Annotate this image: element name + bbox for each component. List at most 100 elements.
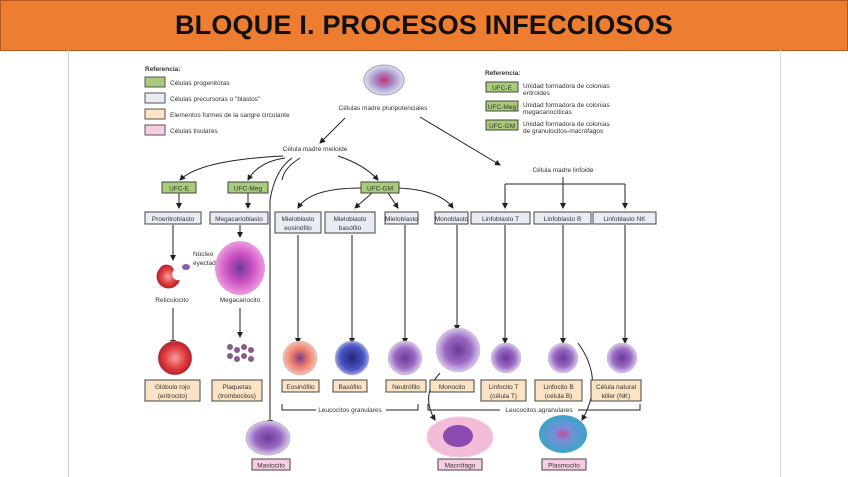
blast-box: [592, 211, 657, 225]
granular-label: Leucocitos granulares: [318, 407, 382, 414]
myeloid-stem-label: Célula madre mieloide: [283, 146, 348, 153]
formed-element-box: [332, 379, 368, 393]
curved-arrow: [397, 187, 454, 209]
legend-item-label: Células progenitoras: [170, 80, 230, 87]
blast-box-label: Mieloblasto: [385, 216, 418, 223]
slide-title: BLOQUE I. PROCESOS INFECCIOSOS: [174, 10, 674, 40]
tissue-cell-label: Macrófago: [445, 463, 476, 470]
macrophage-nucleus: [443, 425, 473, 447]
blast-box-label: Linfoblasto B: [544, 216, 582, 223]
blast-box-label: Linfoblasto T: [482, 216, 519, 223]
red-blood-cell-image: [157, 340, 193, 376]
curved-arrow: [179, 155, 284, 181]
legend-desc: Unidad formadora de colonias: [523, 121, 610, 128]
platelet-image: [248, 347, 254, 353]
formed-element-box-label: Neutrófilo: [392, 384, 420, 391]
eosinophil-image: [282, 340, 318, 376]
bracket-gap: [500, 405, 578, 414]
formed-element-box-label: Linfocito B: [543, 384, 573, 391]
tissue-cell-label: Plasmocito: [548, 463, 580, 470]
stem-cell-image: [363, 64, 405, 96]
formed-element-box-label: (trombocitos): [218, 393, 256, 400]
agranular-label: Leucocitos agranulares: [505, 407, 573, 414]
neutrophil-image: [387, 340, 423, 376]
blast-box: [324, 211, 376, 234]
platelet-image: [227, 353, 233, 359]
legend-code: UFC-E: [492, 85, 513, 92]
blast-box-label: Proeritroblasto: [152, 216, 195, 223]
formed-element-box-label: (célula T): [490, 393, 517, 400]
blast-box-label: eosinófilo: [284, 225, 312, 232]
progenitor-box-ufc-gm: [360, 181, 400, 194]
progenitor-label: UFC-Meg: [234, 186, 263, 193]
legend-code-box: [485, 81, 519, 93]
curved-arrow: [337, 155, 379, 181]
slide-border-left: [68, 50, 69, 477]
megakaryocyte-image: [215, 241, 265, 295]
legend-item-label: Elementos formes de la sangre circulante: [170, 112, 290, 119]
platelet-image: [227, 344, 233, 350]
tissue-cell-box: [251, 458, 291, 471]
curved-arrow: [247, 157, 286, 181]
plasma-cell-image: [539, 415, 587, 453]
progenitor-box-ufc-e: [161, 181, 197, 194]
legend-swatch: [144, 124, 166, 136]
formed-element-box-label: Plaquetas: [223, 384, 253, 391]
legend-desc: Unidad formadora de colonias: [523, 102, 610, 109]
progenitor-box-ufc-meg: [227, 181, 269, 194]
curved-arrow: [267, 157, 293, 426]
formed-element-box-label: Monocito: [439, 384, 466, 391]
lymphoid-stem-label: Célula madre linfoide: [532, 167, 593, 174]
formed-element-box-label: killer (NK): [602, 393, 631, 400]
blast-box-label: Mieloblasto: [282, 216, 315, 223]
connector-arrows: [170, 116, 628, 426]
formed-element-box: [534, 379, 583, 402]
stem-cell-label: Células madre pluripotenciales: [339, 105, 429, 112]
ejected-nucleus-label: eyectado: [193, 260, 220, 267]
curved-arrow: [297, 187, 362, 209]
monocyte-image: [435, 327, 481, 373]
nk-cell-image: [606, 342, 638, 374]
legend-item-label: Células precursoras o "blastos": [170, 96, 261, 103]
formed-element-box-label: Célula natural: [596, 384, 637, 391]
arrow: [354, 192, 373, 209]
platelet-image: [248, 356, 254, 362]
title-bar: BLOQUE I. PROCESOS INFECCIOSOS: [0, 0, 848, 51]
legend-swatch: [144, 76, 166, 88]
formed-element-box: [211, 379, 263, 402]
platelet-image: [241, 353, 247, 359]
progenitor-label: UFC-E: [169, 186, 190, 193]
legend-item-label: Células tisulares: [170, 128, 218, 135]
legend-code: UFC-Meg: [488, 104, 517, 111]
blast-box-label: basófilo: [339, 225, 362, 232]
formed-element-box-label: Linfocito T: [489, 384, 519, 391]
b-lymphocyte-image: [547, 342, 579, 374]
blast-box-label: Monoblasto: [435, 216, 469, 223]
legend-code-box: [485, 100, 519, 112]
reticulocyte-label: Reticulocito: [155, 297, 189, 304]
legend-code: UFC-GM: [489, 123, 515, 130]
arrow: [419, 116, 501, 166]
legend-desc: Unidad formadora de colonias: [523, 83, 610, 90]
formed-element-box: [281, 379, 320, 393]
formed-element-box: [144, 379, 201, 402]
ejected-nucleus-label: Núcleo: [193, 251, 214, 258]
formed-element-box-label: Glóbulo rojo: [155, 384, 190, 391]
legend-heading: Referencia:: [145, 66, 180, 73]
slide-border-right: [780, 50, 781, 477]
curved-arrow: [281, 157, 301, 181]
blast-box: [274, 211, 322, 234]
legend-swatch: [144, 92, 166, 104]
formed-element-box-label: Eosinófilo: [286, 384, 315, 391]
blast-box: [209, 211, 269, 225]
bracket-gap: [316, 405, 386, 414]
arrow: [387, 192, 399, 209]
legend-desc: megacariocíticas: [523, 109, 573, 116]
formed-element-box: [480, 379, 527, 402]
tissue-cell-box: [437, 458, 483, 471]
platelet-image: [234, 356, 240, 362]
blast-box-label: Megacarioblasto: [215, 216, 263, 223]
blast-box: [434, 211, 469, 225]
formed-element-box: [385, 379, 427, 393]
